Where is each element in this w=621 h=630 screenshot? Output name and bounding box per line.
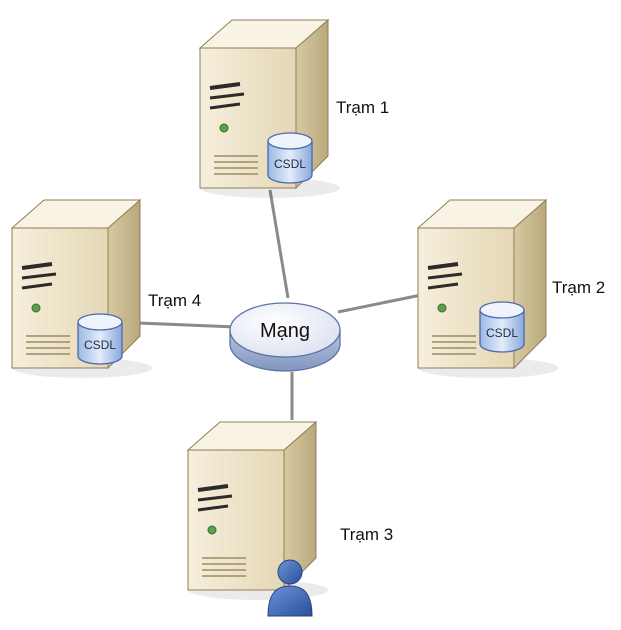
workstation-tram-2[interactable]: CSDL bbox=[416, 198, 560, 380]
network-cloud-icon bbox=[229, 302, 341, 372]
badge-label: CSDL bbox=[486, 326, 518, 340]
hub-label: Mạng bbox=[260, 320, 310, 342]
network-hub[interactable]: Mạng bbox=[229, 302, 341, 372]
workstation-tram-4[interactable]: CSDL bbox=[10, 198, 154, 380]
server-icon bbox=[186, 420, 330, 602]
link-tram-2 bbox=[337, 292, 427, 314]
link-tram-4 bbox=[137, 321, 237, 329]
station-label: Trạm 3 bbox=[340, 525, 393, 544]
station-label: Trạm 1 bbox=[336, 98, 389, 117]
database-icon: CSDL bbox=[267, 132, 313, 184]
station-label: Trạm 4 bbox=[148, 291, 201, 310]
workstation-tram-1[interactable]: CSDL bbox=[198, 18, 342, 200]
badge-label: CSDL bbox=[84, 338, 116, 352]
server-icon bbox=[416, 198, 560, 380]
network-links bbox=[137, 189, 427, 420]
station-label: Trạm 2 bbox=[552, 278, 605, 297]
workstation-tram-3[interactable] bbox=[186, 420, 330, 617]
database-icon: CSDL bbox=[77, 313, 123, 365]
user-icon bbox=[267, 559, 313, 617]
database-icon: CSDL bbox=[479, 301, 525, 353]
badge-label: CSDL bbox=[274, 157, 306, 171]
link-tram-1 bbox=[268, 189, 290, 299]
